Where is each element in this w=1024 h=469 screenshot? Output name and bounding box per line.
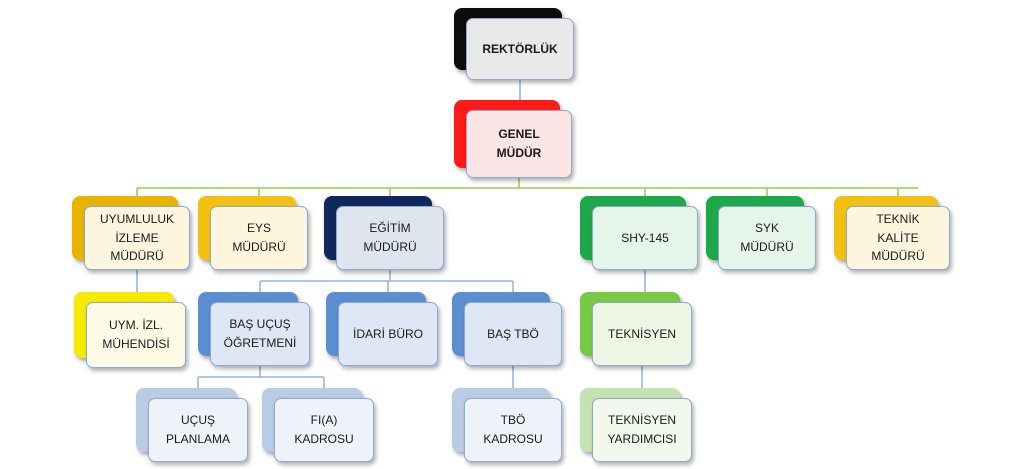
node-box: TEKNİSYEN YARDIMCISI [592, 398, 692, 462]
node-label: UYUMLULUK İZLEME MÜDÜRÜ [99, 212, 174, 264]
node-label: EYS MÜDÜRÜ [232, 221, 286, 254]
node-label: UÇUŞ PLANLAMA [165, 413, 231, 446]
node-label: TEKNİSYEN [607, 326, 676, 341]
node-box: İDARİ BÜRO [338, 302, 438, 366]
node-box: TBÖ KADROSU [464, 398, 562, 462]
node-box: BAŞ UÇUŞ ÖĞRETMENİ [210, 302, 310, 366]
node-box: SHY-145 [592, 206, 698, 270]
node-label: SHY-145 [621, 230, 669, 245]
node-label: UYM. İZL. MÜHENDİSİ [102, 318, 170, 351]
node-box: EĞİTİM MÜDÜRÜ [336, 206, 444, 270]
node-label: BAŞ TBÖ [487, 326, 539, 341]
node-label: TEKNİSYEN YARDIMCISI [607, 413, 677, 446]
node-box: BAŞ TBÖ [464, 302, 562, 366]
node-label: TEKNİK KALİTE MÜDÜRÜ [871, 212, 925, 264]
node-label: FI(A) KADROSU [294, 413, 354, 446]
node-label: BAŞ UÇUŞ ÖĞRETMENİ [223, 317, 297, 350]
node-label: GENEL MÜDÜR [496, 127, 542, 160]
node-label: TBÖ KADROSU [483, 413, 543, 446]
node-label: EĞİTİM MÜDÜRÜ [363, 221, 417, 254]
node-box: UÇUŞ PLANLAMA [148, 398, 248, 462]
node-label: İDARİ BÜRO [352, 326, 423, 341]
node-box: UYM. İZL. MÜHENDİSİ [86, 302, 186, 368]
node-box: TEKNİSYEN [592, 302, 692, 366]
node-box: FI(A) KADROSU [274, 398, 374, 462]
node-box: REKTÖRLÜK [466, 18, 574, 80]
node-box: EYS MÜDÜRÜ [210, 206, 308, 270]
node-label: REKTÖRLÜK [482, 41, 558, 56]
node-box: SYK MÜDÜRÜ [718, 206, 816, 270]
node-box: UYUMLULUK İZLEME MÜDÜRÜ [84, 206, 190, 270]
node-box: TEKNİK KALİTE MÜDÜRÜ [846, 206, 950, 270]
node-box: GENEL MÜDÜR [466, 110, 572, 178]
node-label: SYK MÜDÜRÜ [740, 221, 794, 254]
